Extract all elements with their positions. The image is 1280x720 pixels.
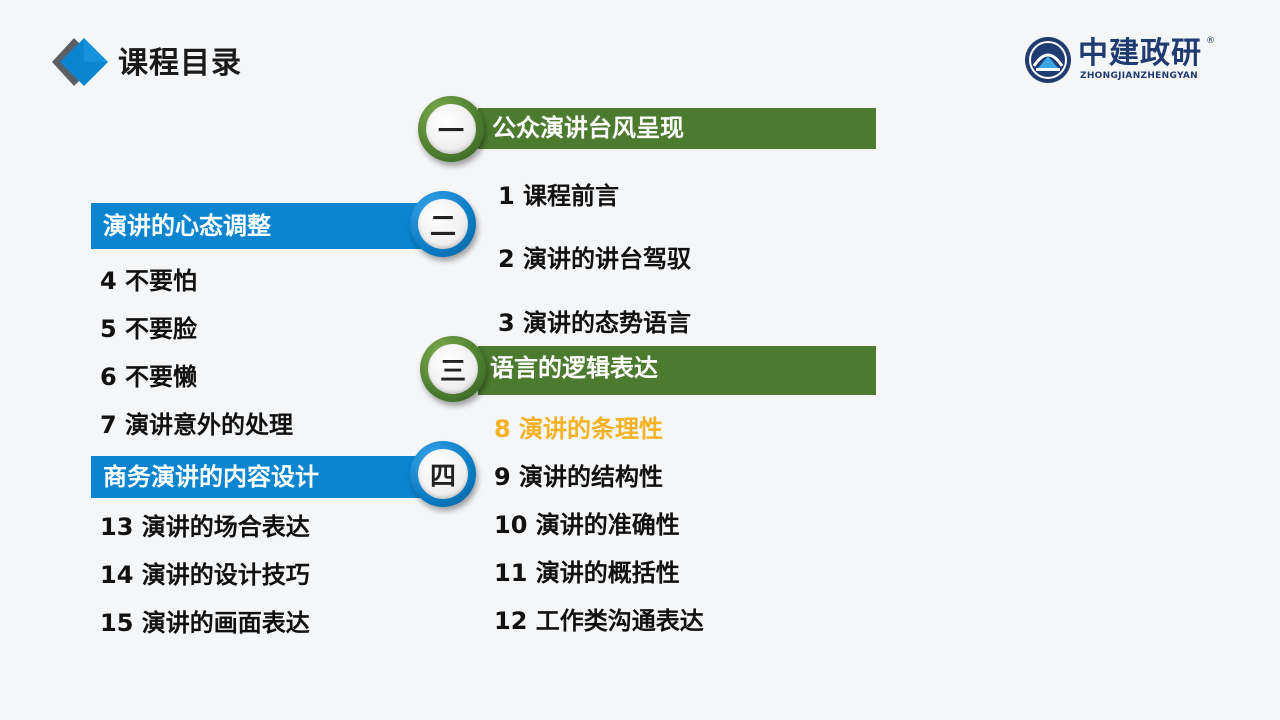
list-item: 6 不要懒 — [100, 363, 198, 391]
list-item: 15 演讲的画面表达 — [100, 609, 310, 637]
section-badge-1: 一 — [418, 96, 484, 162]
page-title: 课程目录 — [118, 46, 242, 81]
arch-emblem-icon — [1024, 36, 1072, 84]
section-badge-2: 二 — [410, 191, 476, 257]
list-item: 14 演讲的设计技巧 — [100, 561, 310, 589]
section-numeral-4: 四 — [418, 449, 468, 499]
section-title-4: 商务演讲的内容设计 — [91, 456, 443, 498]
section-badge-4: 四 — [410, 441, 476, 507]
section-title-3: 语言的逻辑表达 — [478, 346, 876, 395]
list-item-active: 8 演讲的条理性 — [494, 415, 664, 443]
section-title-2: 演讲的心态调整 — [91, 203, 443, 249]
company-logo: 中建政研 ® ZHONGJIANZHENGYAN — [1024, 36, 1215, 86]
list-item: 9 演讲的结构性 — [494, 463, 664, 491]
list-item: 3 演讲的态势语言 — [498, 309, 692, 337]
section-numeral-3: 三 — [428, 344, 478, 394]
diamond-chevron-icon — [48, 36, 112, 88]
list-item: 11 演讲的概括性 — [494, 559, 680, 587]
list-item: 1 课程前言 — [498, 182, 620, 210]
section-numeral-1: 一 — [426, 104, 476, 154]
registered-mark: ® — [1206, 36, 1215, 46]
list-item: 12 工作类沟通表达 — [494, 607, 704, 635]
list-item: 5 不要脸 — [100, 315, 198, 343]
logo-name-cn: 中建政研 — [1078, 36, 1202, 71]
list-item: 2 演讲的讲台驾驭 — [498, 245, 692, 273]
section-badge-3: 三 — [420, 336, 486, 402]
list-item: 13 演讲的场合表达 — [100, 513, 310, 541]
list-item: 4 不要怕 — [100, 267, 198, 295]
list-item: 7 演讲意外的处理 — [100, 411, 294, 439]
logo-name-en: ZHONGJIANZHENGYAN — [1080, 71, 1199, 81]
section-numeral-2: 二 — [418, 199, 468, 249]
list-item: 10 演讲的准确性 — [494, 511, 680, 539]
section-title-1: 公众演讲台风呈现 — [478, 108, 876, 149]
